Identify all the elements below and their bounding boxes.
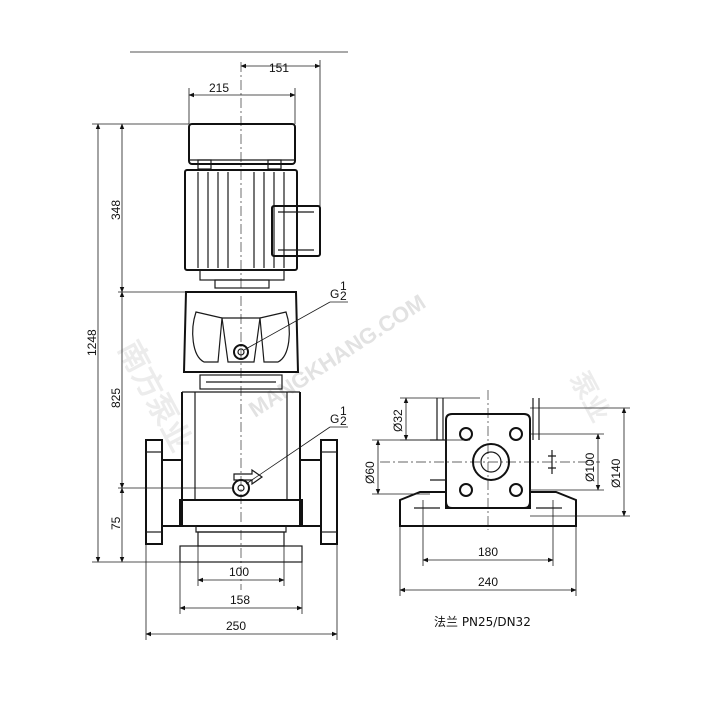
dim-75: 75 <box>109 516 123 530</box>
port-label-inlet: G 1 2 <box>245 404 348 485</box>
dim-250: 250 <box>226 619 246 633</box>
flange-side-view <box>380 390 600 530</box>
dim-158: 158 <box>230 593 250 607</box>
dim-348: 348 <box>109 200 123 220</box>
port-label-outlet: G 1 2 <box>243 279 348 351</box>
right-flange <box>299 439 338 545</box>
svg-text:1: 1 <box>340 404 347 418</box>
pump-head <box>182 291 300 390</box>
watermark-url: MANGKHANG.COM <box>244 289 430 422</box>
flange-caption: 法兰 PN25/DN32 <box>434 615 531 629</box>
dim-825: 825 <box>109 388 123 408</box>
left-flange <box>145 439 183 545</box>
svg-text:1: 1 <box>340 279 347 293</box>
dim-d32: Ø32 <box>391 409 405 432</box>
pump-base <box>179 499 303 563</box>
dim-d60: Ø60 <box>363 461 377 484</box>
watermark-brand-right: 泵业 <box>564 367 615 427</box>
svg-text:2: 2 <box>340 414 347 428</box>
dim-215: 215 <box>209 81 229 95</box>
dim-d140: Ø140 <box>609 458 623 488</box>
dim-d100: Ø100 <box>583 452 597 482</box>
dim-180: 180 <box>478 545 498 559</box>
motor <box>184 123 321 289</box>
svg-text:2: 2 <box>340 289 347 303</box>
svg-text:G: G <box>330 412 339 426</box>
dim-240: 240 <box>478 575 498 589</box>
svg-text:G: G <box>330 287 339 301</box>
dim-100: 100 <box>229 565 249 579</box>
dim-151: 151 <box>269 61 289 75</box>
dim-1248: 1248 <box>85 329 99 356</box>
